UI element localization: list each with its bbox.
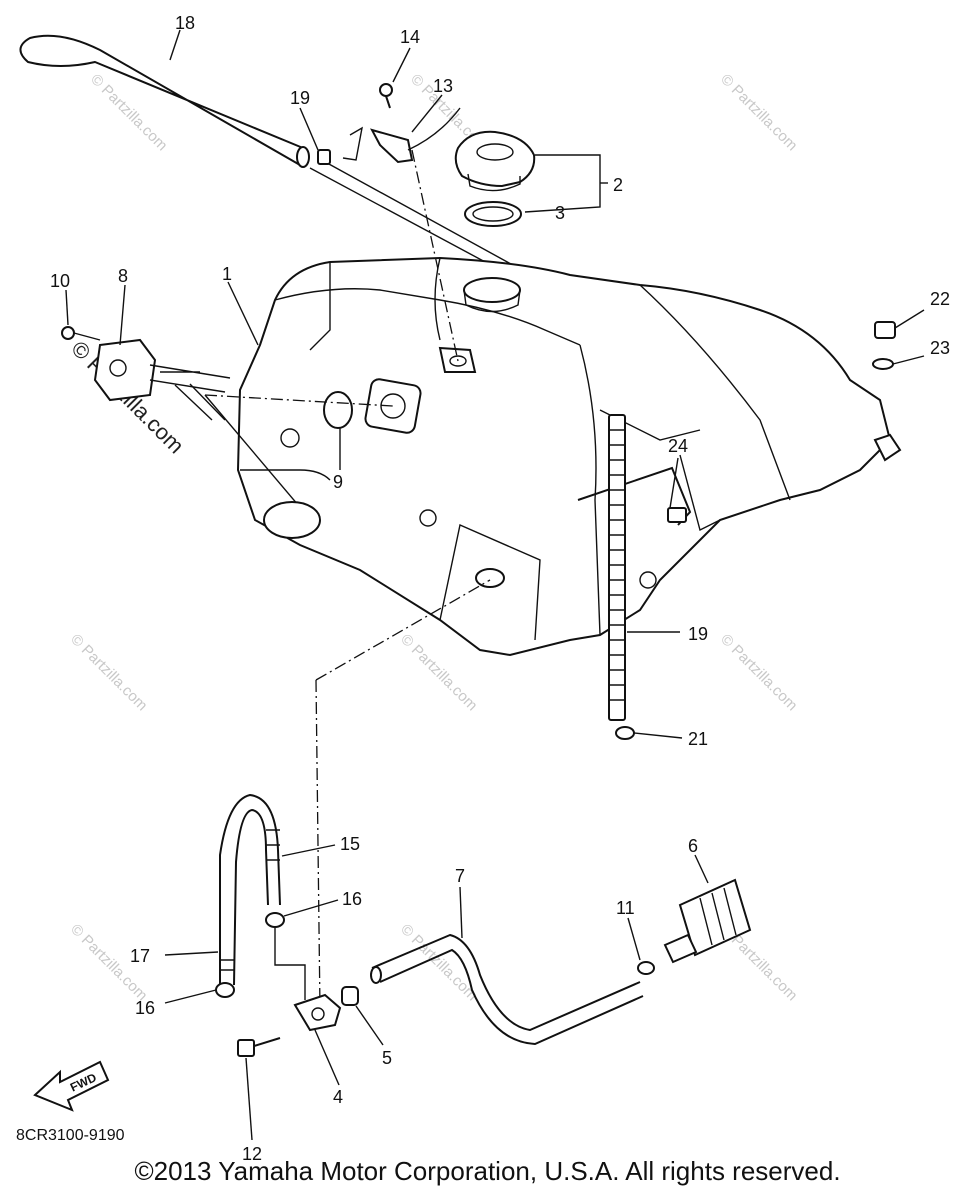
clip-16 [215,982,235,998]
callout-3: 3 [555,203,565,223]
callout-21: 21 [688,729,708,749]
callout-16: 16 [342,889,362,909]
callout-17: 17 [130,946,150,966]
fuel-pipe-7 [370,933,644,1046]
fuel-cap-2 [454,130,536,192]
callout-5: 5 [382,1048,392,1068]
callout-11: 11 [616,898,635,918]
leader-dashed [315,679,321,1011]
watermark: © Partzilla.com [397,921,480,1004]
fuel-sender-8 [93,338,321,539]
bracket-13 [342,107,461,164]
joint-5 [341,986,359,1006]
callout-10: 10 [50,271,70,291]
fuel-hose-15-17 [219,793,281,986]
callout-8: 8 [118,266,128,286]
callout-23: 23 [930,338,950,358]
bolt-12 [237,1037,281,1057]
fuel-cock-4 [293,993,342,1032]
diagram-code: 8CR3100-9190 [16,1127,125,1144]
copyright-notice: ©2013 Yamaha Motor Corporation, U.S.A. A… [134,1156,841,1186]
callout-6: 6 [688,836,698,856]
leader-dashed [315,579,491,681]
fuel-tank-1 [236,256,902,657]
clip-21 [615,726,635,740]
screw-14 [379,83,393,109]
callout-22: 22 [930,289,950,309]
callout-12: 12 [242,1144,262,1164]
clip-16 [265,912,285,928]
leader-lines [65,29,925,1141]
callout-7: 7 [455,866,465,886]
callout-14: 14 [400,27,420,47]
callout-19: 19 [688,624,708,644]
fuel-filter-6 [663,878,752,964]
clip-11 [637,961,655,975]
gasket-9 [323,391,353,429]
nut-22 [874,321,896,339]
callout-labels: 18 14 19 13 2 3 1 8 10 9 22 23 24 19 21 … [50,13,950,1164]
callout-24: 24 [668,436,688,456]
callout-13: 13 [433,76,453,96]
watermark: © Partzilla.com [67,631,150,714]
callout-20: 19 [290,88,310,108]
leader-dashed [411,149,459,362]
watermark: © Partzilla.com [397,631,480,714]
callout-16: 16 [135,998,155,1018]
fwd-arrow-icon: FWD [33,1060,110,1112]
clip-20 [317,149,331,165]
screw-10 [61,326,101,341]
callout-4: 4 [333,1087,343,1107]
gasket-3 [464,201,522,227]
watermark: © Partzilla.com [717,71,800,154]
washer-23 [872,358,894,370]
callout-9: 9 [333,472,343,492]
callout-1: 1 [222,264,232,284]
callout-2: 2 [613,175,623,195]
callout-15: 15 [340,834,360,854]
leader-dashed [204,394,394,407]
watermark: © Partzilla.com [717,631,800,714]
callout-18: 18 [175,13,195,33]
hose-19 [608,414,626,721]
